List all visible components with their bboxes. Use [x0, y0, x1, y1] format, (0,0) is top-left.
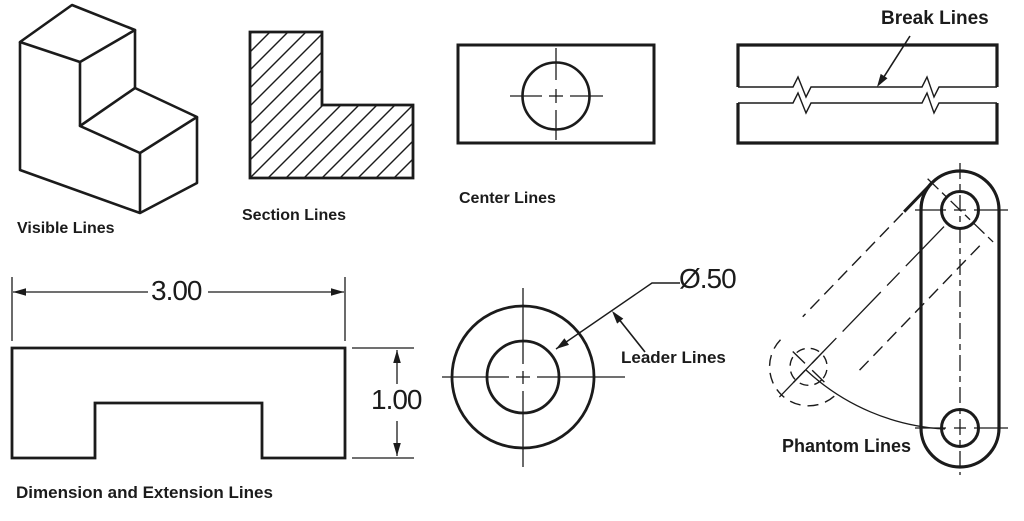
section-lines-label: Section Lines — [242, 207, 347, 224]
width-dimension-value: 3.00 — [151, 275, 202, 306]
swing-arc — [805, 369, 946, 430]
phantom-lines-label: Phantom Lines — [782, 436, 912, 456]
center-line-cross — [510, 48, 603, 140]
break-line-top — [738, 75, 997, 99]
section-lines-figure — [248, 30, 415, 180]
visible-lines-label: Visible Lines — [17, 220, 115, 237]
height-dimension-value: 1.00 — [371, 384, 422, 415]
center-line-cross — [442, 288, 625, 467]
phantom-lines-figure — [768, 163, 1008, 475]
dimension-lines-label: Dimension and Extension Lines — [16, 483, 273, 502]
leader-lines-label: Leader Lines — [621, 348, 726, 367]
leader-line — [555, 282, 680, 350]
visible-lines-figure — [18, 3, 199, 215]
leader-lines-figure — [442, 282, 680, 467]
break-label-arrow — [877, 35, 911, 87]
center-lines-figure — [456, 43, 656, 145]
center-lines-label: Center Lines — [459, 190, 556, 207]
diameter-callout-value: Ø.50 — [679, 263, 737, 294]
dimension-lines — [13, 291, 398, 456]
extension-lines — [11, 277, 414, 459]
break-lines-label: Break Lines — [881, 8, 989, 29]
break-line-bottom — [738, 91, 997, 115]
leader-label-arrow — [612, 311, 646, 353]
dimension-figure — [10, 277, 414, 460]
break-lines-figure — [736, 35, 999, 145]
dimension-arrowheads — [13, 288, 401, 456]
phantom-position — [768, 178, 995, 407]
